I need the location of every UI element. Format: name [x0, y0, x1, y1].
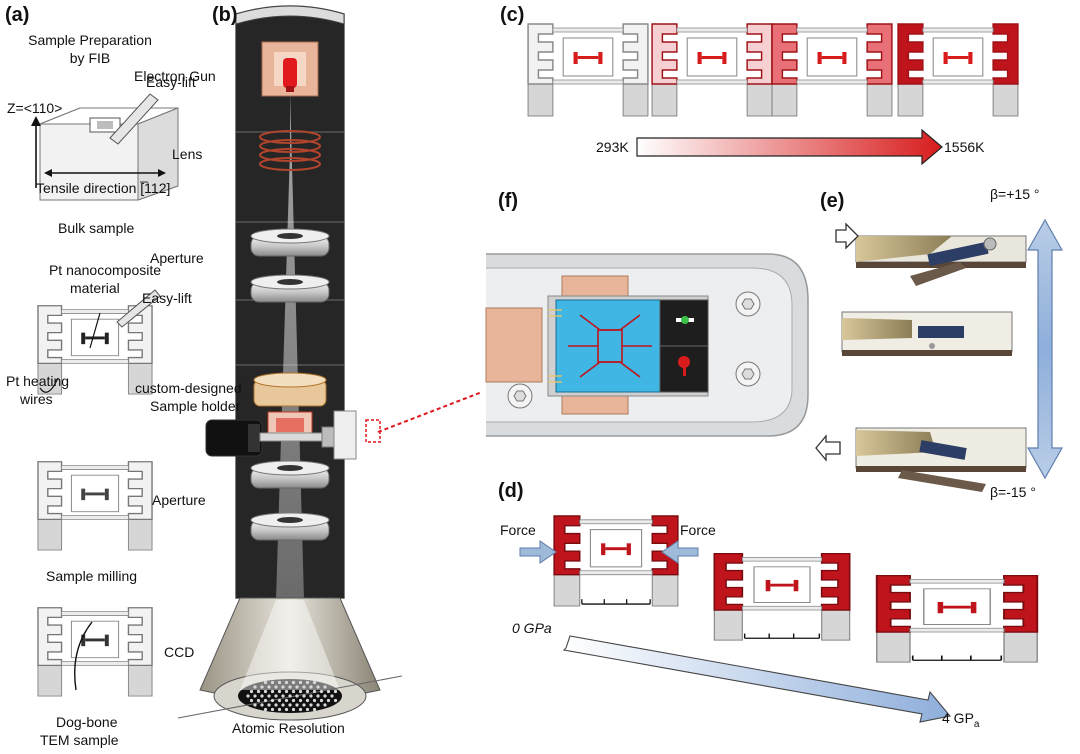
stress-end-subscript: a [973, 718, 980, 730]
atomic-resolution-label: Atomic Resolution [232, 720, 345, 736]
device-milled [37, 461, 153, 551]
pt-nano-line1: Pt nanocomposite [48, 262, 162, 278]
electron-gun [261, 41, 319, 97]
force-left-label: Force [500, 522, 536, 538]
temperature-arrow [636, 128, 943, 166]
holder-screws [507, 291, 761, 409]
sample-milling-label: Sample milling [46, 568, 138, 584]
holder-label-line1: custom-designed [135, 380, 242, 396]
copper-clamp-left [485, 307, 543, 383]
bulk-sample-label: Bulk sample [58, 220, 135, 236]
electron-gun-label: Electron Gun [134, 68, 216, 84]
device-heat-stage-1 [527, 23, 649, 117]
lens-coils [259, 130, 321, 171]
stress-start-label: 0 GPa [512, 620, 552, 636]
ccd-label: CCD [164, 644, 195, 660]
prep-title-line1: Sample Preparation [28, 32, 152, 48]
panel-d-devices [553, 515, 1039, 663]
tem-column [177, 5, 483, 721]
holder-tip-zoom [485, 253, 809, 437]
stress-arrow [562, 635, 952, 723]
force-arrows [519, 540, 699, 564]
device-stress-stage-1 [553, 515, 679, 607]
sample-holder-rod [205, 410, 357, 460]
device-pt-deposition [37, 305, 153, 395]
stress-end-number: 4 GP [942, 710, 974, 726]
tensile-direction-label: Tensile direction [̅112] [36, 180, 171, 196]
panel-label-f: (f) [498, 190, 518, 212]
temp-start-label: 293K [596, 139, 629, 155]
stress-end-label: 4 GPa [942, 710, 979, 730]
tilt-range-arrow [1026, 218, 1064, 480]
device-heat-stage-2 [651, 23, 773, 117]
aperture-top-label: Aperture [150, 250, 204, 266]
chip-circuit [568, 314, 652, 378]
beta-top-label: β=+15 ° [990, 186, 1040, 202]
panel-a-annotations [39, 289, 161, 691]
panel-a-devices [37, 305, 153, 697]
zoom-connector [377, 391, 483, 433]
panel-label-a: (a) [5, 4, 30, 26]
panel-label-c: (c) [500, 4, 525, 26]
tilt-view-middle [841, 311, 1013, 356]
force-right-label: Force [680, 522, 716, 538]
copper-clamp-top [561, 275, 629, 299]
pt-heating-line2: wires [20, 391, 53, 407]
panel-label-d: (d) [498, 480, 524, 502]
panel-c-devices [527, 23, 1019, 117]
panel-label-b: (b) [212, 4, 238, 26]
panel-label-e: (e) [820, 190, 845, 212]
ccd-pixel-grid [246, 680, 338, 712]
z-axis-label: Z=<110> [7, 100, 63, 116]
device-heat-stage-4 [897, 23, 1019, 117]
tilt-view-bottom [855, 427, 1027, 492]
device-stress-stage-2 [713, 552, 851, 641]
dogbone-line1: Dog-bone [56, 714, 118, 730]
dogbone-line2: TEM sample [40, 732, 119, 748]
pt-nano-line2: material [70, 280, 120, 296]
device-dogbone [37, 607, 153, 697]
aperture-bottom-label: Aperture [152, 492, 206, 508]
tilt-views [815, 218, 1064, 492]
easy-lift-label-1: Easy-lift [146, 74, 196, 90]
ccd-camera [177, 597, 403, 721]
aperture-rings [250, 228, 330, 541]
tilt-view-top [855, 235, 1027, 286]
device-heat-stage-3 [771, 23, 893, 117]
bulk-sample-block [31, 93, 179, 201]
pt-heating-line1: Pt heating [6, 373, 70, 389]
easy-lift-label-2: Easy-lift [142, 290, 192, 306]
prep-title-line2: by FIB [69, 50, 111, 66]
device-stress-stage-3 [875, 574, 1039, 663]
temp-end-label: 1556K [944, 139, 985, 155]
holder-label-line2: Sample holder [150, 398, 241, 414]
lens-label: Lens [172, 146, 203, 162]
beta-bottom-label: β=-15 ° [990, 484, 1036, 500]
